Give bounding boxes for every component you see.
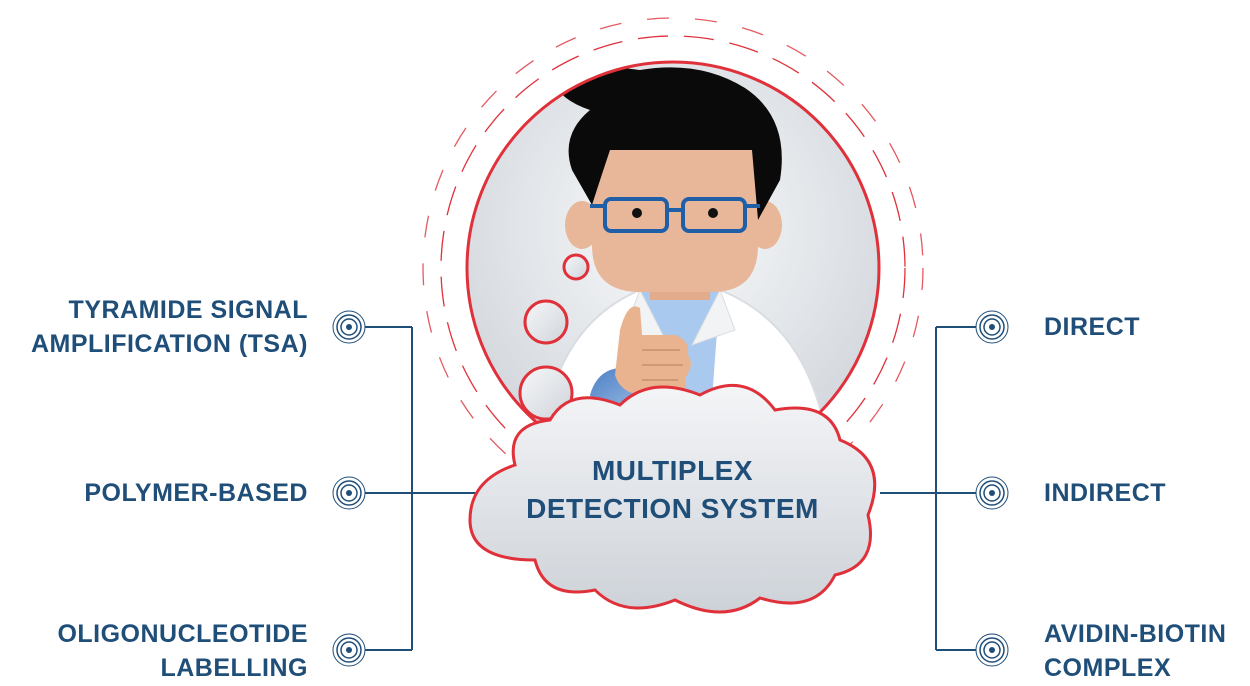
right-connector-lines [880, 326, 990, 651]
left-connector-lines [364, 326, 480, 651]
label-direct: DIRECT [1044, 313, 1141, 341]
thought-bubbles [518, 253, 590, 421]
connector-node-icon [332, 633, 366, 667]
center-title-line2: DETECTION SYSTEM [526, 493, 819, 524]
connector-node-icon [975, 476, 1009, 510]
center-title: MULTIPLEX DETECTION SYSTEM [470, 452, 875, 528]
thought-cloud [468, 383, 877, 614]
left-node-icons [332, 310, 366, 667]
connector-node-icon [975, 310, 1009, 344]
label-oligonucleotide-labelling: OLIGONUCLEOTIDE LABELLING [57, 620, 308, 682]
label-tyramide-signal-amplification: TYRAMIDE SIGNAL AMPLIFICATION (TSA) [30, 296, 308, 358]
label-avidin-biotin-complex: AVIDIN-BIOTIN COMPLEX [1044, 620, 1227, 682]
center-title-line1: MULTIPLEX [591, 455, 754, 486]
right-node-icons [975, 310, 1009, 667]
label-indirect: INDIRECT [1044, 479, 1167, 507]
connector-node-icon [975, 633, 1009, 667]
connector-node-icon [332, 310, 366, 344]
label-polymer-based: POLYMER-BASED [84, 479, 308, 507]
connector-node-icon [332, 476, 366, 510]
